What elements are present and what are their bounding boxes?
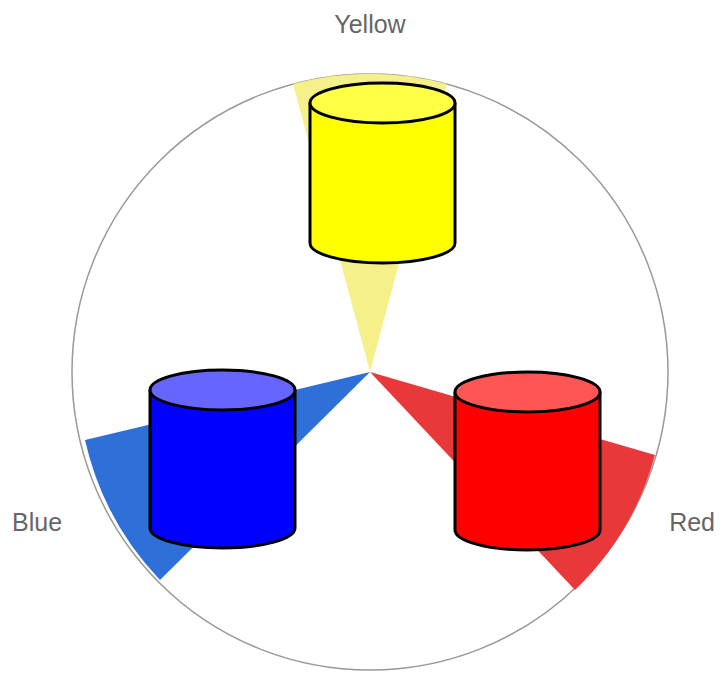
red-cylinder xyxy=(455,372,600,550)
color-label: Blue xyxy=(12,510,62,535)
red-wedge xyxy=(370,372,655,590)
yellow-cylinder xyxy=(310,83,455,263)
blue-cylinder xyxy=(150,370,295,548)
wheel-outline xyxy=(72,74,668,670)
color-label: Yellow xyxy=(334,12,405,37)
color-label: Red xyxy=(669,510,715,535)
